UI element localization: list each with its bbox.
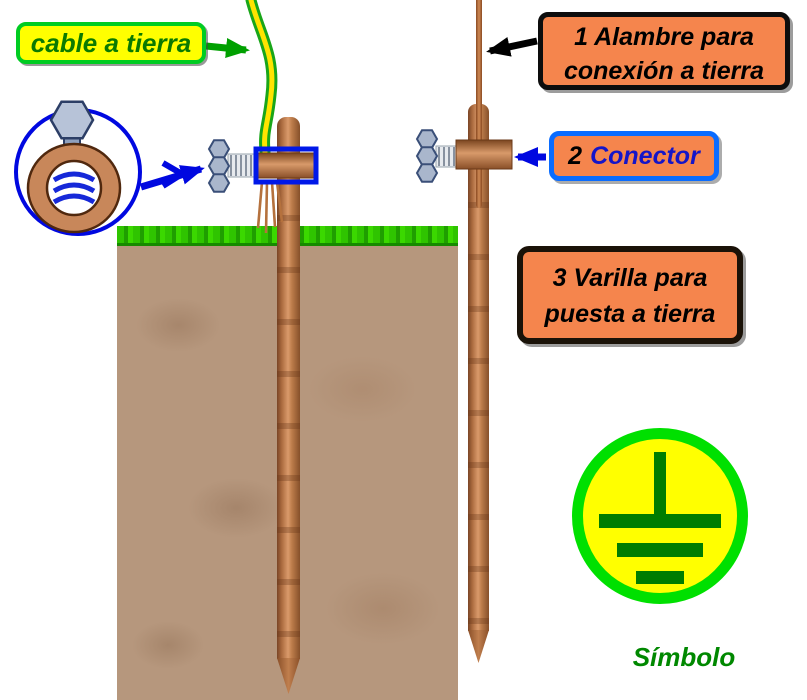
ground-symbol-vertical-bar [654, 452, 666, 514]
simbolo-caption: Símbolo [632, 642, 736, 672]
ground-wire-icon [476, 0, 482, 208]
varilla-line1: 3 Varilla para [552, 264, 708, 292]
ground-rod-right-tip [468, 630, 489, 663]
ground-symbol-icon [572, 428, 748, 604]
ground-symbol-bar-long [599, 514, 721, 528]
clamp-arrow-chevron [161, 160, 188, 189]
ground-symbol-bar-short [636, 571, 684, 584]
clamp-arrow [139, 165, 205, 191]
alambre-label: 1 Alambre para conexión a tierra [538, 12, 790, 90]
cable-arrow [205, 38, 250, 58]
ground-rod-right [468, 104, 489, 631]
clamp-detail-circle [14, 108, 142, 236]
bolt-nuts-icon [207, 139, 231, 193]
alambre-line1: 1 Alambre para [574, 23, 754, 51]
varilla-line2: puesta a tierra [544, 300, 716, 328]
alambre-arrow [486, 37, 538, 57]
bolt-nuts-icon [415, 129, 439, 183]
connector-right [415, 129, 513, 183]
ground-symbol-bar-medium [617, 543, 703, 557]
alambre-line2: conexión a tierra [563, 57, 765, 85]
ground-cable-icon [245, 0, 278, 158]
conector-number: 2 [568, 142, 583, 170]
cable-a-tierra-label: cable a tierra [16, 22, 206, 64]
varilla-label: 3 Varilla para puesta a tierra [517, 246, 743, 344]
ground-rod-left [277, 117, 300, 659]
cable-a-tierra-text: cable a tierra [30, 28, 192, 58]
conector-text: Conector [590, 142, 700, 170]
